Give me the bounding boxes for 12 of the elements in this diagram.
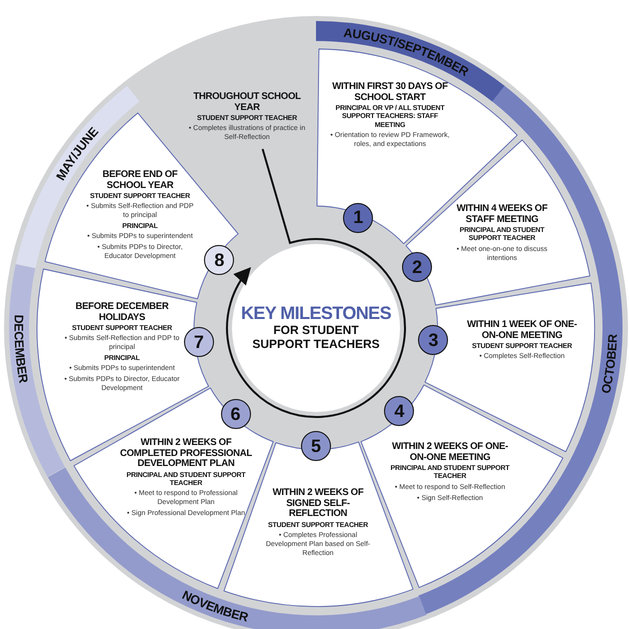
milestone-heading: BEFORE DECEMBER HOLIDAYS <box>74 302 170 324</box>
milestone-heading: BEFORE END OF SCHOOL YEAR <box>101 170 178 192</box>
cycle-arrow <box>226 148 406 418</box>
center-subtitle: FOR STUDENT SUPPORT TEACHERS <box>251 324 381 352</box>
milestone-heading: WITHIN 2 WEEKS OF COMPLETED PROFESSIONAL DEVELOPMENT PLAN <box>120 438 252 470</box>
milestone-heading: WITHIN 2 WEEKS OF ONE-ON-ONE MEETING <box>390 442 509 464</box>
milestone-heading: WITHIN 4 WEEKS OF STAFF MEETING <box>456 204 548 226</box>
center-title: KEY MILESTONES <box>241 304 391 324</box>
milestone-heading: THROUGHOUT SCHOOL YEAR <box>192 92 302 114</box>
milestone-heading: WITHIN 1 WEEK OF ONE-ON-ONE MEETING <box>466 320 578 342</box>
milestone-heading: WITHIN 2 WEEKS OF SIGNED SELF-REFLECTION <box>272 488 364 520</box>
milestone-heading: WITHIN FIRST 30 DAYS OF SCHOOL START <box>331 82 449 104</box>
